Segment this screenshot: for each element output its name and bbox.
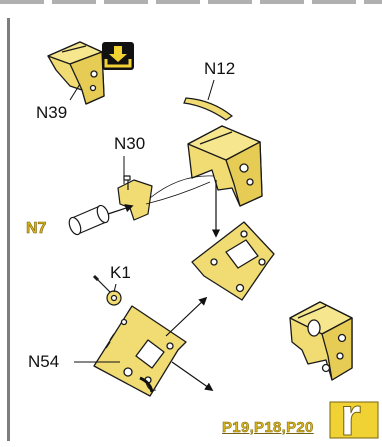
part-n7 [68, 204, 110, 236]
label-n7: N7 [26, 220, 47, 237]
part-assembled-unit [289, 301, 353, 381]
down-arrow-tray-icon [102, 42, 134, 70]
leader-lines [69, 79, 215, 363]
label-n54: N54 [28, 352, 60, 371]
section-letter-box [329, 401, 379, 439]
top-dash-strip [0, 0, 382, 4]
part-n54 [93, 305, 187, 397]
section-letter: r [339, 387, 362, 447]
part-k1 [92, 274, 122, 306]
label-n39: N39 [36, 103, 68, 122]
left-frame-line [7, 18, 10, 441]
label-k1: K1 [110, 263, 131, 282]
part-n39 [47, 41, 105, 105]
part-main-bracket [187, 125, 263, 207]
assembly-arrows [107, 175, 221, 391]
part-plate-upper [191, 221, 275, 301]
label-n30: N30 [114, 134, 146, 153]
part-n12 [183, 97, 234, 121]
part-n30 [117, 175, 153, 221]
page-references: P19,P18,P20 [222, 419, 314, 436]
label-n12: N12 [204, 59, 236, 78]
